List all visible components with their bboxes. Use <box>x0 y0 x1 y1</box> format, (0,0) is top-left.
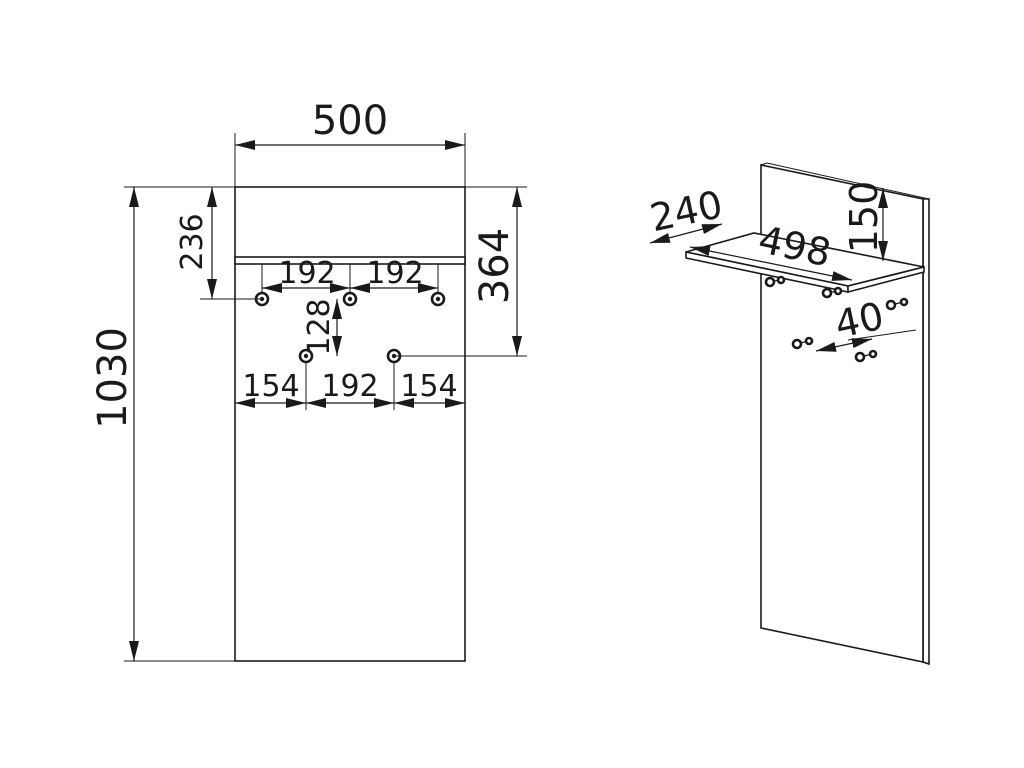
dimension-lower-hooks-offset: 364 <box>394 186 527 357</box>
dimension-height: 1030 <box>90 186 235 662</box>
iso-hook-2 <box>821 286 843 299</box>
dimension-lower-spacing: 154 192 154 <box>235 362 465 410</box>
hook-upper-right <box>430 291 446 307</box>
dimension-upper-spacing-right-label: 192 <box>366 256 423 291</box>
iso-dimension-hook-projection: 40 <box>815 294 917 352</box>
dimension-lower-hooks-offset-label: 364 <box>472 228 518 304</box>
hook-upper-middle <box>342 291 358 307</box>
dimension-width-label: 500 <box>312 98 388 144</box>
dimension-height-label: 1030 <box>90 327 136 429</box>
iso-dimension-shelf-depth: 240 <box>646 182 726 244</box>
front-view: 500 1030 236 364 192 <box>90 98 527 662</box>
iso-view: 240 498 150 40 <box>646 162 930 666</box>
dimension-upper-hook-spacing: 192 192 <box>261 256 439 294</box>
iso-dimension-hook-projection-label: 40 <box>831 294 887 347</box>
iso-panel-front <box>760 164 924 663</box>
iso-hook-5 <box>854 349 878 363</box>
dimension-upper-spacing-left-label: 192 <box>278 256 335 291</box>
dimension-lower-right-margin-label: 154 <box>400 369 457 404</box>
iso-dimension-shelf-top-offset-label: 150 <box>842 181 886 254</box>
iso-hook-4 <box>791 336 814 350</box>
iso-dimension-shelf-depth-label: 240 <box>646 182 726 240</box>
dimension-shelf-offset: 236 <box>175 187 262 300</box>
dimension-shelf-offset-label: 236 <box>175 213 210 270</box>
dimension-hook-row-gap: 128 <box>302 298 342 356</box>
dimension-width: 500 <box>234 98 466 187</box>
iso-hook-3 <box>885 297 909 311</box>
iso-dimension-shelf-top-offset: 150 <box>842 181 888 261</box>
dimension-lower-spacing-label: 192 <box>321 369 378 404</box>
dimension-hook-row-gap-label: 128 <box>302 298 337 355</box>
front-shelf <box>234 256 466 265</box>
dimension-lower-left-margin-label: 154 <box>242 369 299 404</box>
